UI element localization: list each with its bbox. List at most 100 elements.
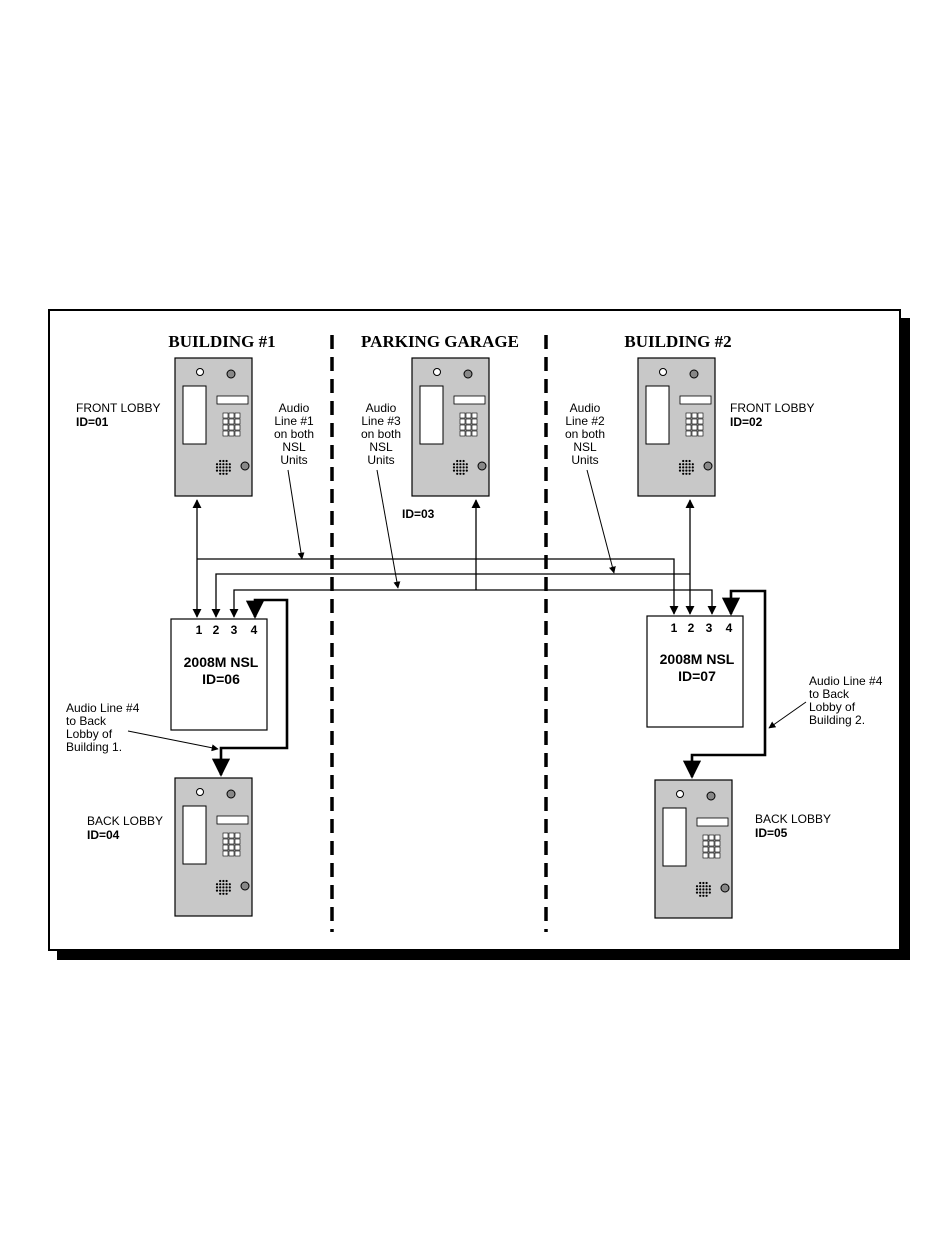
keypad-key: [685, 430, 692, 437]
keypad-key: [465, 424, 472, 431]
keypad-key: [471, 430, 478, 437]
speaker-grille-dot: [228, 466, 231, 469]
keypad-key: [228, 424, 235, 431]
annotation-pointers: [127, 469, 807, 752]
speaker-grille-dot: [215, 883, 219, 886]
speaker-grille-dot: [225, 459, 228, 463]
speaker-grille-dot: [462, 463, 465, 466]
pointer-line-3: [376, 469, 401, 589]
speaker-grille-dot: [705, 888, 708, 891]
keypad-key: [691, 412, 698, 419]
keypad-key: [702, 834, 709, 841]
panel-back-lobby-2: [654, 779, 733, 919]
keypad-key: [222, 844, 229, 851]
keypad-key: [691, 418, 698, 425]
speaker-grille-dot: [222, 886, 225, 889]
speaker-grille-dot: [219, 472, 222, 475]
keypad-key: [714, 840, 721, 847]
speaker-grille-dot: [702, 885, 705, 888]
speaker-grille-dot: [699, 881, 702, 885]
speaker-grille-dot: [688, 459, 691, 463]
keypad-key: [222, 838, 229, 845]
speaker-grille-dot: [225, 883, 228, 886]
speaker-grille-dot: [691, 469, 694, 472]
keypad-key: [471, 418, 478, 425]
speaker-grille-dot: [228, 886, 231, 889]
back-lobby-1-location: BACK LOBBY: [87, 814, 163, 828]
speaker-grille-dot: [228, 463, 231, 466]
keypad-key: [714, 846, 721, 853]
keypad-key: [714, 852, 721, 859]
speaker-grille-dot: [465, 463, 468, 466]
pointer-line-4-left: [127, 730, 219, 752]
keypad-key: [228, 844, 235, 851]
speaker-grille-dot: [459, 459, 462, 463]
speaker-grille-dot: [222, 892, 225, 895]
keypad-key: [702, 840, 709, 847]
speaker-grille-dot: [452, 469, 456, 472]
annotation-line-4-right: Audio Line #4 to Back Lobby of Building …: [809, 674, 883, 727]
keypad-key: [234, 424, 241, 431]
call-button-icon: [720, 883, 730, 893]
keypad-key: [234, 430, 241, 437]
speaker-grille-dot: [222, 466, 225, 469]
annotation-line-1-text: Line #1: [274, 414, 314, 428]
speaker-grille-dot: [228, 469, 231, 472]
speaker-grille-dot: [685, 469, 688, 472]
speaker-grille-dot: [219, 889, 222, 892]
speaker-grille-dot: [225, 879, 228, 883]
nsl-left-id: ID=06: [202, 671, 240, 687]
keypad-key: [222, 418, 229, 425]
call-button-icon: [240, 461, 250, 471]
indicator-light-icon: [689, 369, 699, 379]
indicator-light-icon: [226, 369, 236, 379]
speaker-grille-dot: [459, 469, 462, 472]
speaker-grille-dot: [705, 885, 708, 888]
keypad-key: [228, 418, 235, 425]
speaker-grille-dot: [219, 892, 222, 895]
keypad-key: [708, 834, 715, 841]
speaker-grille-dot: [465, 466, 468, 469]
keypad-key: [465, 412, 472, 419]
speaker-grille-dot: [688, 469, 691, 472]
speaker-grille-dot: [462, 469, 465, 472]
annotation-line-2-text: NSL: [573, 440, 597, 454]
nsl-left-port-2: 2: [213, 623, 220, 637]
speaker-grille-dot: [685, 463, 688, 466]
keypad-key: [234, 838, 241, 845]
nsl-left-port-1: 1: [196, 623, 203, 637]
speaker-grille-dot: [465, 469, 468, 472]
speaker-grille-dot: [215, 469, 219, 472]
speaker-grille-dot: [462, 472, 465, 475]
keypad-key: [691, 430, 698, 437]
speaker-grille-dot: [452, 466, 456, 469]
header-building-2: BUILDING #2: [624, 332, 731, 351]
speaker-grille-dot: [691, 466, 694, 469]
speaker-grille-dot: [215, 463, 219, 466]
nsl-right-port-4: 4: [726, 621, 733, 635]
annotation-line-1-text: on both: [274, 427, 314, 441]
speaker-grille-dot: [682, 459, 685, 463]
panel-front-lobby-1: [174, 357, 253, 497]
speaker-grille-dot: [688, 472, 691, 475]
speaker-grille-dot: [456, 469, 459, 472]
speaker-grille-dot: [219, 469, 222, 472]
annotation-line-3-text: on both: [361, 427, 401, 441]
speaker-grille-dot: [699, 885, 702, 888]
speaker-grille-dot: [225, 469, 228, 472]
speaker-grille-dot: [708, 888, 711, 891]
pointer-line-1: [287, 469, 305, 560]
indicator-light-icon: [226, 789, 236, 799]
nsl-left-model: 2008M NSL: [184, 654, 259, 670]
speaker-grille-dot: [699, 891, 702, 894]
keypad-key: [708, 840, 715, 847]
keypad-key: [234, 412, 241, 419]
display-screen: [696, 817, 729, 827]
keypad-key: [702, 846, 709, 853]
nsl-right-port-2: 2: [688, 621, 695, 635]
keypad-key: [697, 424, 704, 431]
annotation-line-4-right-text: to Back: [809, 687, 850, 701]
call-button-icon: [477, 461, 487, 471]
wire-line1-crossover: [197, 558, 679, 615]
